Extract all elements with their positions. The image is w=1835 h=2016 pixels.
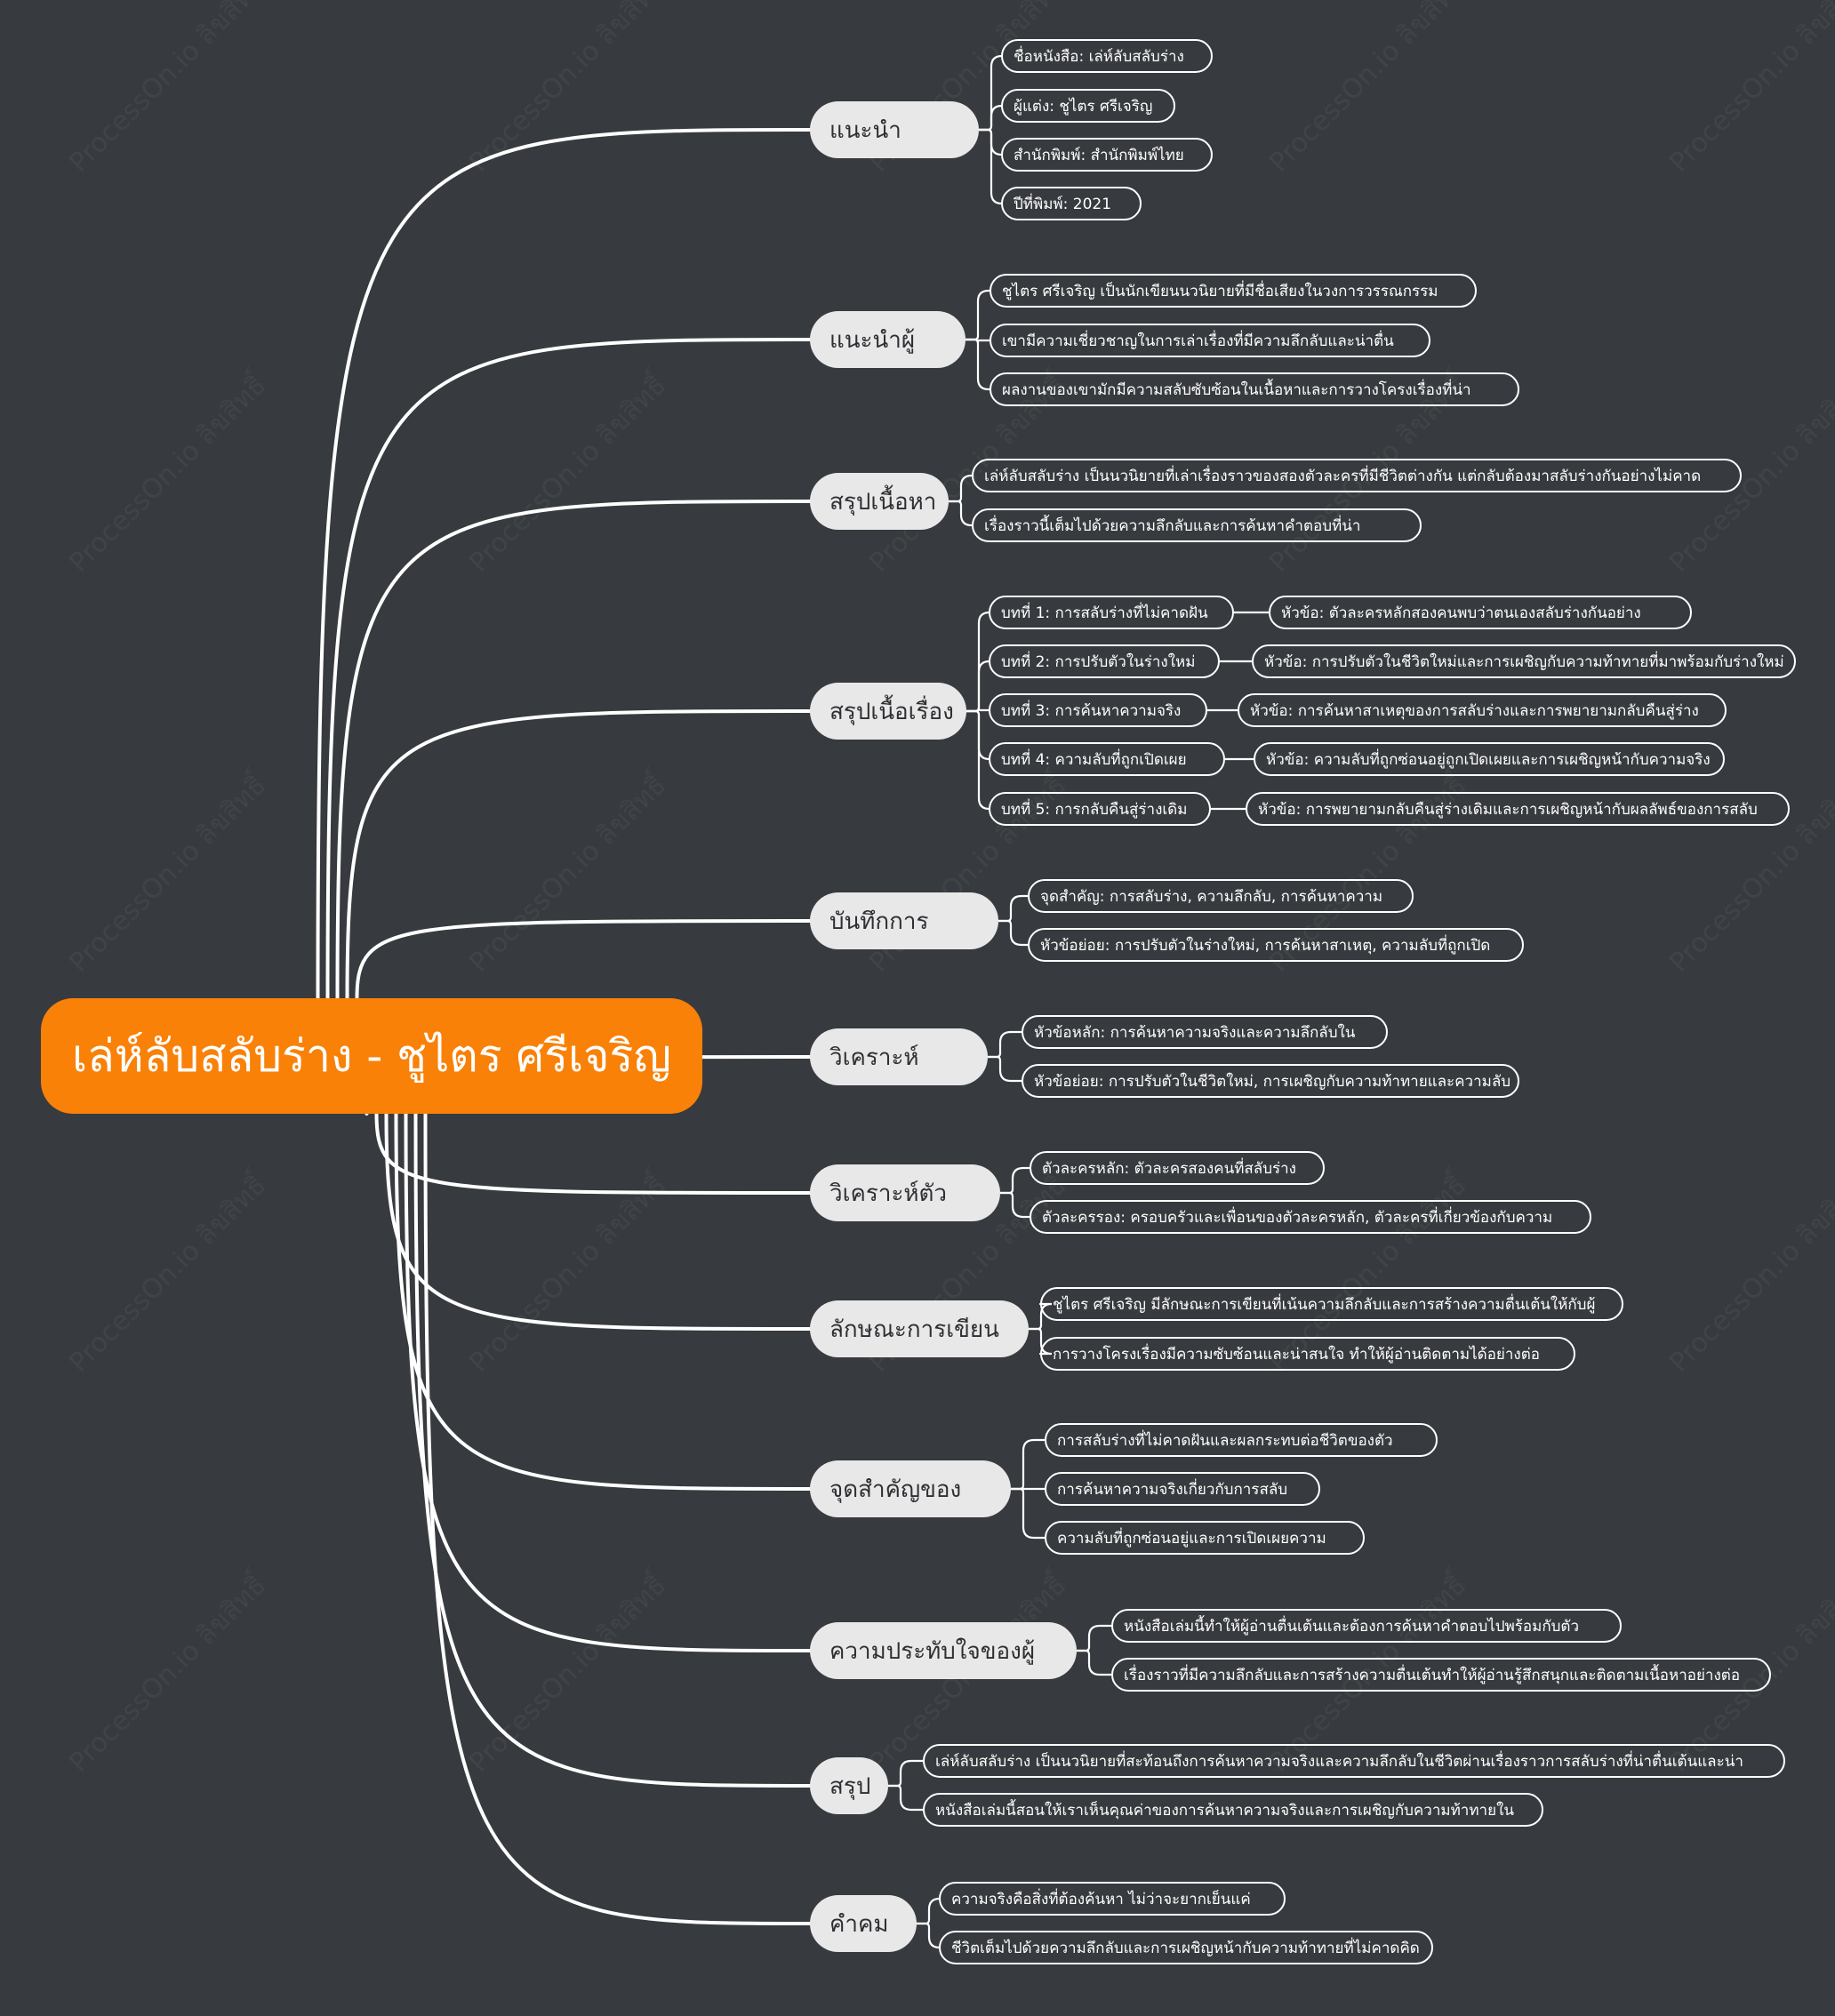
leaf-topic[interactable]: หนังสือเล่มนี้ทำให้ผู้อ่านตื่นเต้นและต้อ… [1111,1609,1622,1643]
connector-line [345,709,812,1000]
sub-leaf-topic[interactable]: หัวข้อ: ตัวละครหลักสองคนพบว่าตนเองสลับร่… [1269,596,1692,629]
leaf-topic[interactable]: ชูไตร ศรีเจริญ เป็นนักเขียนนวนิยายที่มีช… [990,274,1477,308]
connector-line [998,1166,1031,1195]
leaf-topic[interactable]: ชีวิตเต็มไปด้วยความลึกลับและการเผชิญหน้า… [939,1931,1433,1964]
branch-topic[interactable]: สรุปเนื้อหา [810,473,949,530]
branch-topic[interactable]: วิเคราะห์ [810,1028,988,1085]
connector-line [977,128,1003,205]
branch-topic[interactable]: วิเคราะห์ตัว [810,1164,1000,1221]
connector-line [886,1759,925,1788]
branch-topic[interactable]: แนะนำผู้ [810,311,966,368]
connector-line [998,1191,1031,1219]
connector-line [394,1112,812,1491]
connector-line [335,500,812,1000]
leaf-topic[interactable]: การค้นหาความจริงเกี่ยวกับการสลับ [1045,1472,1320,1506]
leaf-topic[interactable]: เล่ห์ลับสลับร่าง เป็นนวนิยายที่เล่าเรื่อ… [972,459,1742,492]
leaf-topic[interactable]: เรื่องราวที่มีความลึกลับและการสร้างความต… [1111,1658,1771,1692]
sub-leaf-topic[interactable]: หัวข้อ: การค้นหาสาเหตุของการสลับร่างและก… [1238,693,1727,727]
leaf-topic[interactable]: ความลับที่ถูกซ่อนอยู่และการเปิดเผยความ [1045,1521,1365,1555]
branch-topic[interactable]: บันทึกการ [810,892,998,949]
connector-line [997,919,1030,947]
leaf-topic[interactable]: เขามีความเชี่ยวชาญในการเล่าเรื่องที่มีคว… [990,324,1430,357]
leaf-topic[interactable]: ตัวละครหลัก: ตัวละครสองคนที่สลับร่าง [1030,1151,1325,1185]
branch-topic[interactable]: คำคม [810,1895,917,1952]
connector-line [1075,1649,1113,1676]
leaf-topic[interactable]: ความจริงคือสิ่งที่ต้องค้นหา ไม่ว่าจะยากเ… [939,1882,1286,1916]
leaf-topic[interactable]: ชูไตร ศรีเจริญ มีลักษณะการเขียนที่เน้นคว… [1040,1287,1623,1321]
leaf-topic[interactable]: ปีที่พิมพ์: 2021 [1001,187,1142,220]
connector-line [423,1112,812,1925]
connector-line [404,1112,812,1652]
branch-topic[interactable]: ความประทับใจของผู้ [810,1622,1077,1679]
branch-topic[interactable]: สรุปเนื้อเรื่อง [810,683,966,740]
leaf-topic[interactable]: บทที่ 5: การกลับคืนสู่ร่างเดิม [989,792,1211,826]
leaf-topic[interactable]: หัวข้อย่อย: การปรับตัวในร่างใหม่, การค้น… [1028,928,1524,962]
connector-line [413,1112,812,1788]
leaf-topic[interactable]: เล่ห์ลับสลับร่าง เป็นนวนิยายที่สะท้อนถึง… [923,1744,1785,1778]
branch-topic[interactable]: ลักษณะการเขียน [810,1300,1029,1357]
sub-leaf-topic[interactable]: หัวข้อ: การปรับตัวในชีวิตใหม่และการเผชิญ… [1252,644,1796,678]
branch-topic[interactable]: จุดสำคัญของ [810,1460,1011,1517]
connector-line [1009,1487,1046,1540]
connector-line [355,919,812,1000]
leaf-topic[interactable]: การวางโครงเรื่องมีความซับซ้อนและน่าสนใจ … [1040,1337,1575,1371]
leaf-topic[interactable]: สำนักพิมพ์: สำนักพิมพ์ไทย [1001,138,1213,172]
leaf-topic[interactable]: ผู้แต่ง: ชูไตร ศรีเจริญ [1001,89,1175,123]
sub-leaf-topic[interactable]: หัวข้อ: ความลับที่ถูกซ่อนอยู่ถูกเปิดเผยแ… [1254,742,1725,776]
connector-line [986,1055,1023,1083]
connector-line [384,1112,812,1331]
leaf-topic[interactable]: เรื่องราวนี้เต็มไปด้วยความลึกลับและการค้… [972,508,1422,542]
connector-line [965,709,990,811]
leaf-topic[interactable]: จุดสำคัญ: การสลับร่าง, ความลึกลับ, การค้… [1028,879,1414,913]
connector-line [915,1922,941,1949]
connector-line [316,128,812,1000]
leaf-topic[interactable]: บทที่ 1: การสลับร่างที่ไม่คาดฝัน [989,596,1234,629]
central-topic[interactable]: เล่ห์ลับสลับร่าง - ชูไตร ศรีเจริญ [41,998,702,1114]
leaf-topic[interactable]: หนังสือเล่มนี้สอนให้เราเห็นคุณค่าของการค… [923,1793,1543,1827]
leaf-topic[interactable]: ตัวละครรอง: ครอบครัวและเพื่อนของตัวละครห… [1030,1200,1591,1234]
leaf-topic[interactable]: หัวข้อหลัก: การค้นหาความจริงและความลึกลั… [1022,1015,1388,1049]
connector-line [986,1030,1023,1059]
connector-line [997,894,1030,923]
branch-topic[interactable]: สรุป [810,1757,888,1814]
leaf-topic[interactable]: บทที่ 3: การค้นหาความจริง [989,693,1207,727]
sub-leaf-topic[interactable]: หัวข้อ: การพยายามกลับคืนสู่ร่างเดิมและกา… [1246,792,1790,826]
leaf-topic[interactable]: หัวข้อย่อย: การปรับตัวในชีวิตใหม่, การเผ… [1022,1064,1519,1098]
leaf-topic[interactable]: บทที่ 2: การปรับตัวในร่างใหม่ [989,644,1220,678]
connector-line [947,474,974,503]
leaf-topic[interactable]: บทที่ 4: ความลับที่ถูกเปิดเผย [989,742,1225,776]
connector-line [325,338,812,1000]
connector-line [886,1784,925,1812]
connector-line [947,500,974,527]
connector-line [964,289,991,341]
connector-line [1009,1438,1046,1491]
branch-topic[interactable]: แนะนำ [810,101,979,158]
connector-line [374,1112,812,1195]
connector-line [964,338,991,391]
leaf-topic[interactable]: การสลับร่างที่ไม่คาดฝันและผลกระทบต่อชีวิ… [1045,1423,1438,1457]
leaf-topic[interactable]: ผลงานของเขามักมีความสลับซับซ้อนในเนื้อหา… [990,372,1519,406]
connector-line [1075,1624,1113,1652]
connector-line [915,1897,941,1925]
leaf-topic[interactable]: ชื่อหนังสือ: เล่ห์ลับสลับร่าง [1001,39,1213,73]
